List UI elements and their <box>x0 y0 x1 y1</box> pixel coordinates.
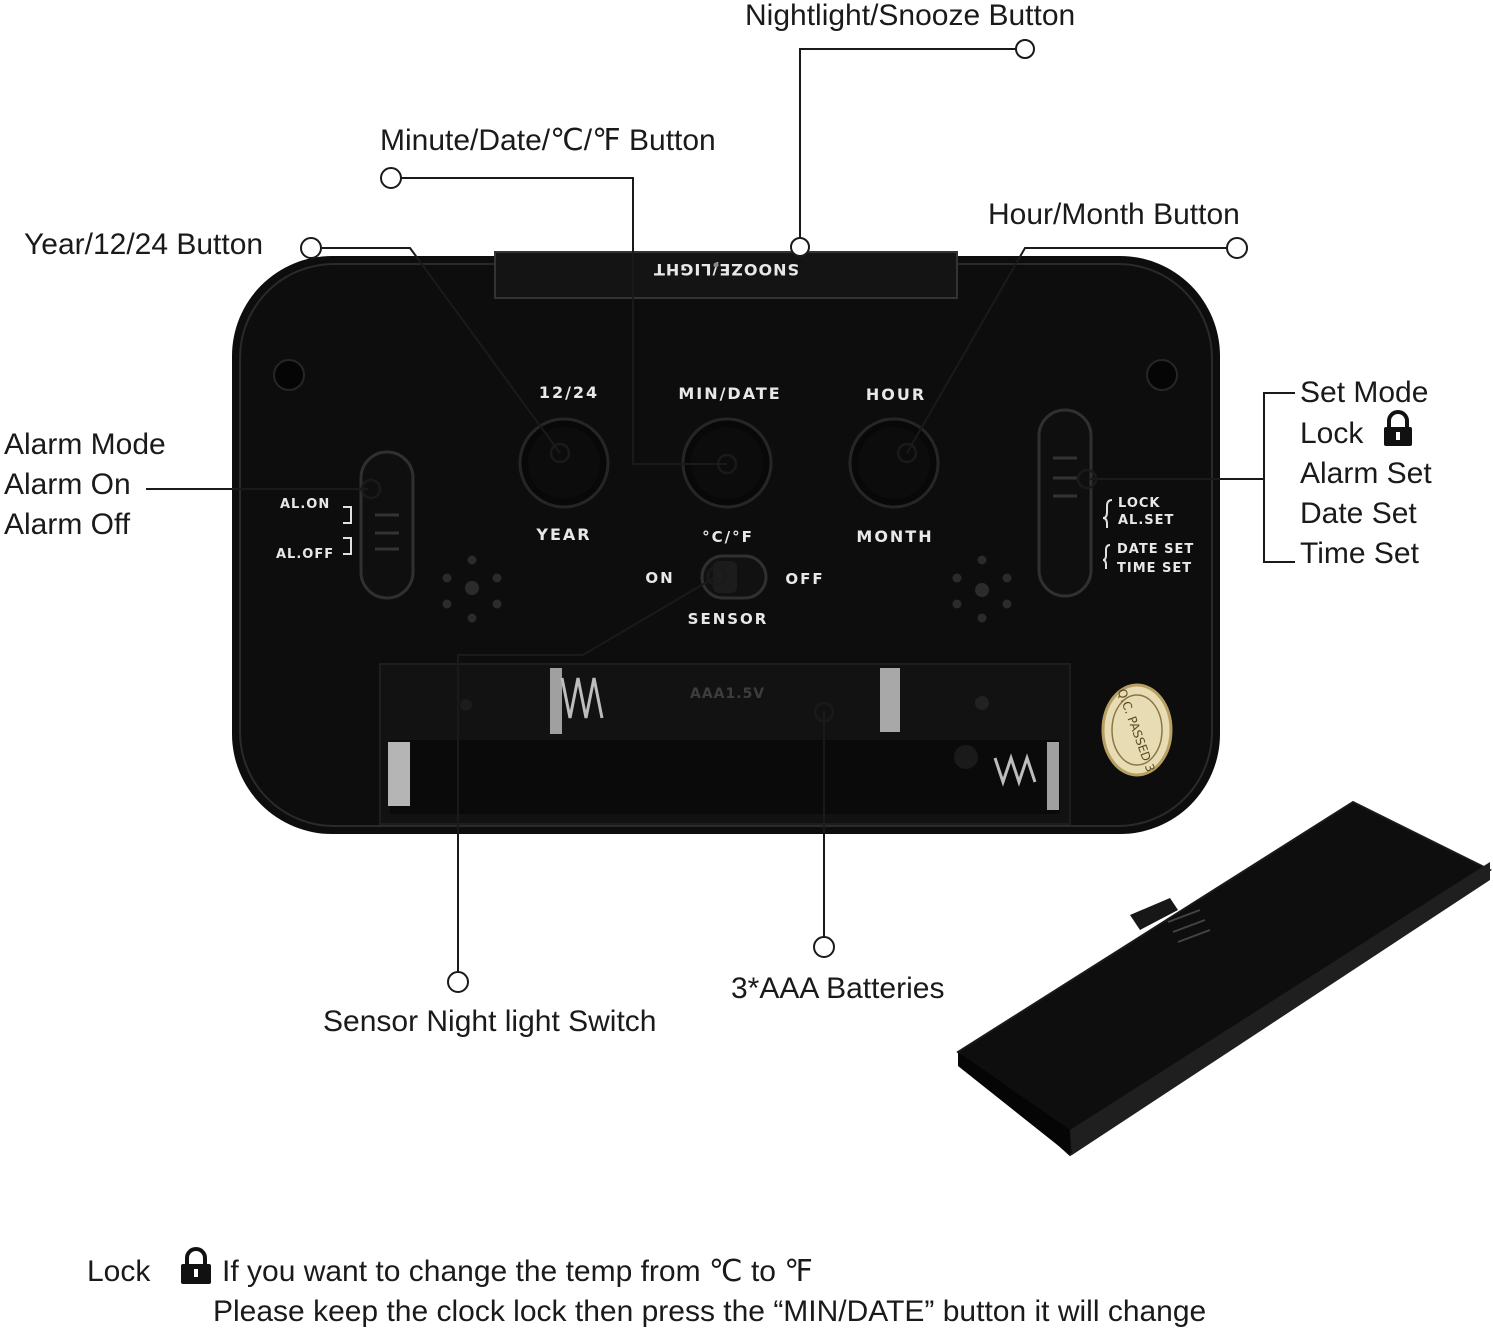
callout-set-mode: Set Mode <box>1300 376 1428 409</box>
screw-hole-left <box>273 359 305 391</box>
qc-seal: Q.C. PASSED 3 <box>1101 683 1173 777</box>
callout-year-1224: Year/12/24 Button <box>24 228 263 261</box>
callout-hour-month: Hour/Month Button <box>988 198 1240 231</box>
screw-hole-right <box>1146 359 1178 391</box>
alarm-off-label: AL.OFF <box>276 547 334 562</box>
battery-cover <box>956 800 1492 1157</box>
button-temp-label: °C/°F <box>702 528 754 546</box>
mode-alset-label: AL.SET <box>1118 513 1174 528</box>
callout-date-set: Date Set <box>1300 497 1417 530</box>
alarm-mode-slider[interactable] <box>359 450 415 600</box>
callout-time-set: Time Set <box>1300 537 1420 570</box>
callout-alarm-mode: Alarm Mode <box>4 428 166 461</box>
lock-icon <box>181 1247 211 1284</box>
callout-nightlight-snooze: Nightlight/Snooze Button <box>745 0 1075 32</box>
note: Lock If you want to change the temp from… <box>87 1247 1206 1328</box>
button-hour-label: HOUR <box>866 385 926 404</box>
button-year-label: YEAR <box>535 525 591 544</box>
hour-month-button[interactable] <box>848 417 940 509</box>
sensor-off-label: OFF <box>785 570 824 588</box>
set-mode-slider[interactable] <box>1037 408 1093 598</box>
snooze-bar: SNOOZE/LIGHT <box>494 251 958 299</box>
battery-compartment: AAA1.5V <box>379 663 1071 825</box>
sensor-label: SENSOR <box>688 610 769 628</box>
callout-minute-date: Minute/Date/℃/℉ Button <box>380 124 716 157</box>
callout-alarm-set: Alarm Set <box>1300 457 1432 490</box>
clock-body: SNOOZE/LIGHT AL.ON AL.OFF <box>232 251 1220 834</box>
mode-lock-label: LOCK <box>1118 496 1161 511</box>
lock-icon <box>1384 410 1412 446</box>
callout-batteries: 3*AAA Batteries <box>731 972 944 1005</box>
callout-sensor-switch: Sensor Night light Switch <box>323 1005 657 1038</box>
callout-lock: Lock <box>1300 417 1364 450</box>
note-lock-prefix: Lock <box>87 1255 151 1288</box>
callout-alarm-off: Alarm Off <box>4 508 131 541</box>
button-1224-label: 12/24 <box>539 383 599 402</box>
mode-timeset-label: TIME SET <box>1117 561 1192 576</box>
speaker-grille-left <box>442 555 502 623</box>
snooze-bar-label: SNOOZE/LIGHT <box>653 260 799 279</box>
leader-lines <box>146 39 1295 993</box>
speaker-grille-right <box>952 555 1012 623</box>
battery-mark-label: AAA1.5V <box>690 686 765 702</box>
note-line-2: Please keep the clock lock then press th… <box>213 1295 1206 1328</box>
button-month-label: MONTH <box>856 527 933 546</box>
callout-alarm-on: Alarm On <box>4 468 131 501</box>
mode-dateset-label: DATE SET <box>1117 542 1194 557</box>
note-line-1: If you want to change the temp from ℃ to… <box>222 1255 813 1288</box>
year-1224-button[interactable] <box>518 417 610 509</box>
alarm-on-label: AL.ON <box>280 497 330 512</box>
sensor-on-label: ON <box>645 569 674 587</box>
sensor-switch[interactable] <box>700 554 768 600</box>
button-min-date-label: MIN/DATE <box>678 384 781 403</box>
